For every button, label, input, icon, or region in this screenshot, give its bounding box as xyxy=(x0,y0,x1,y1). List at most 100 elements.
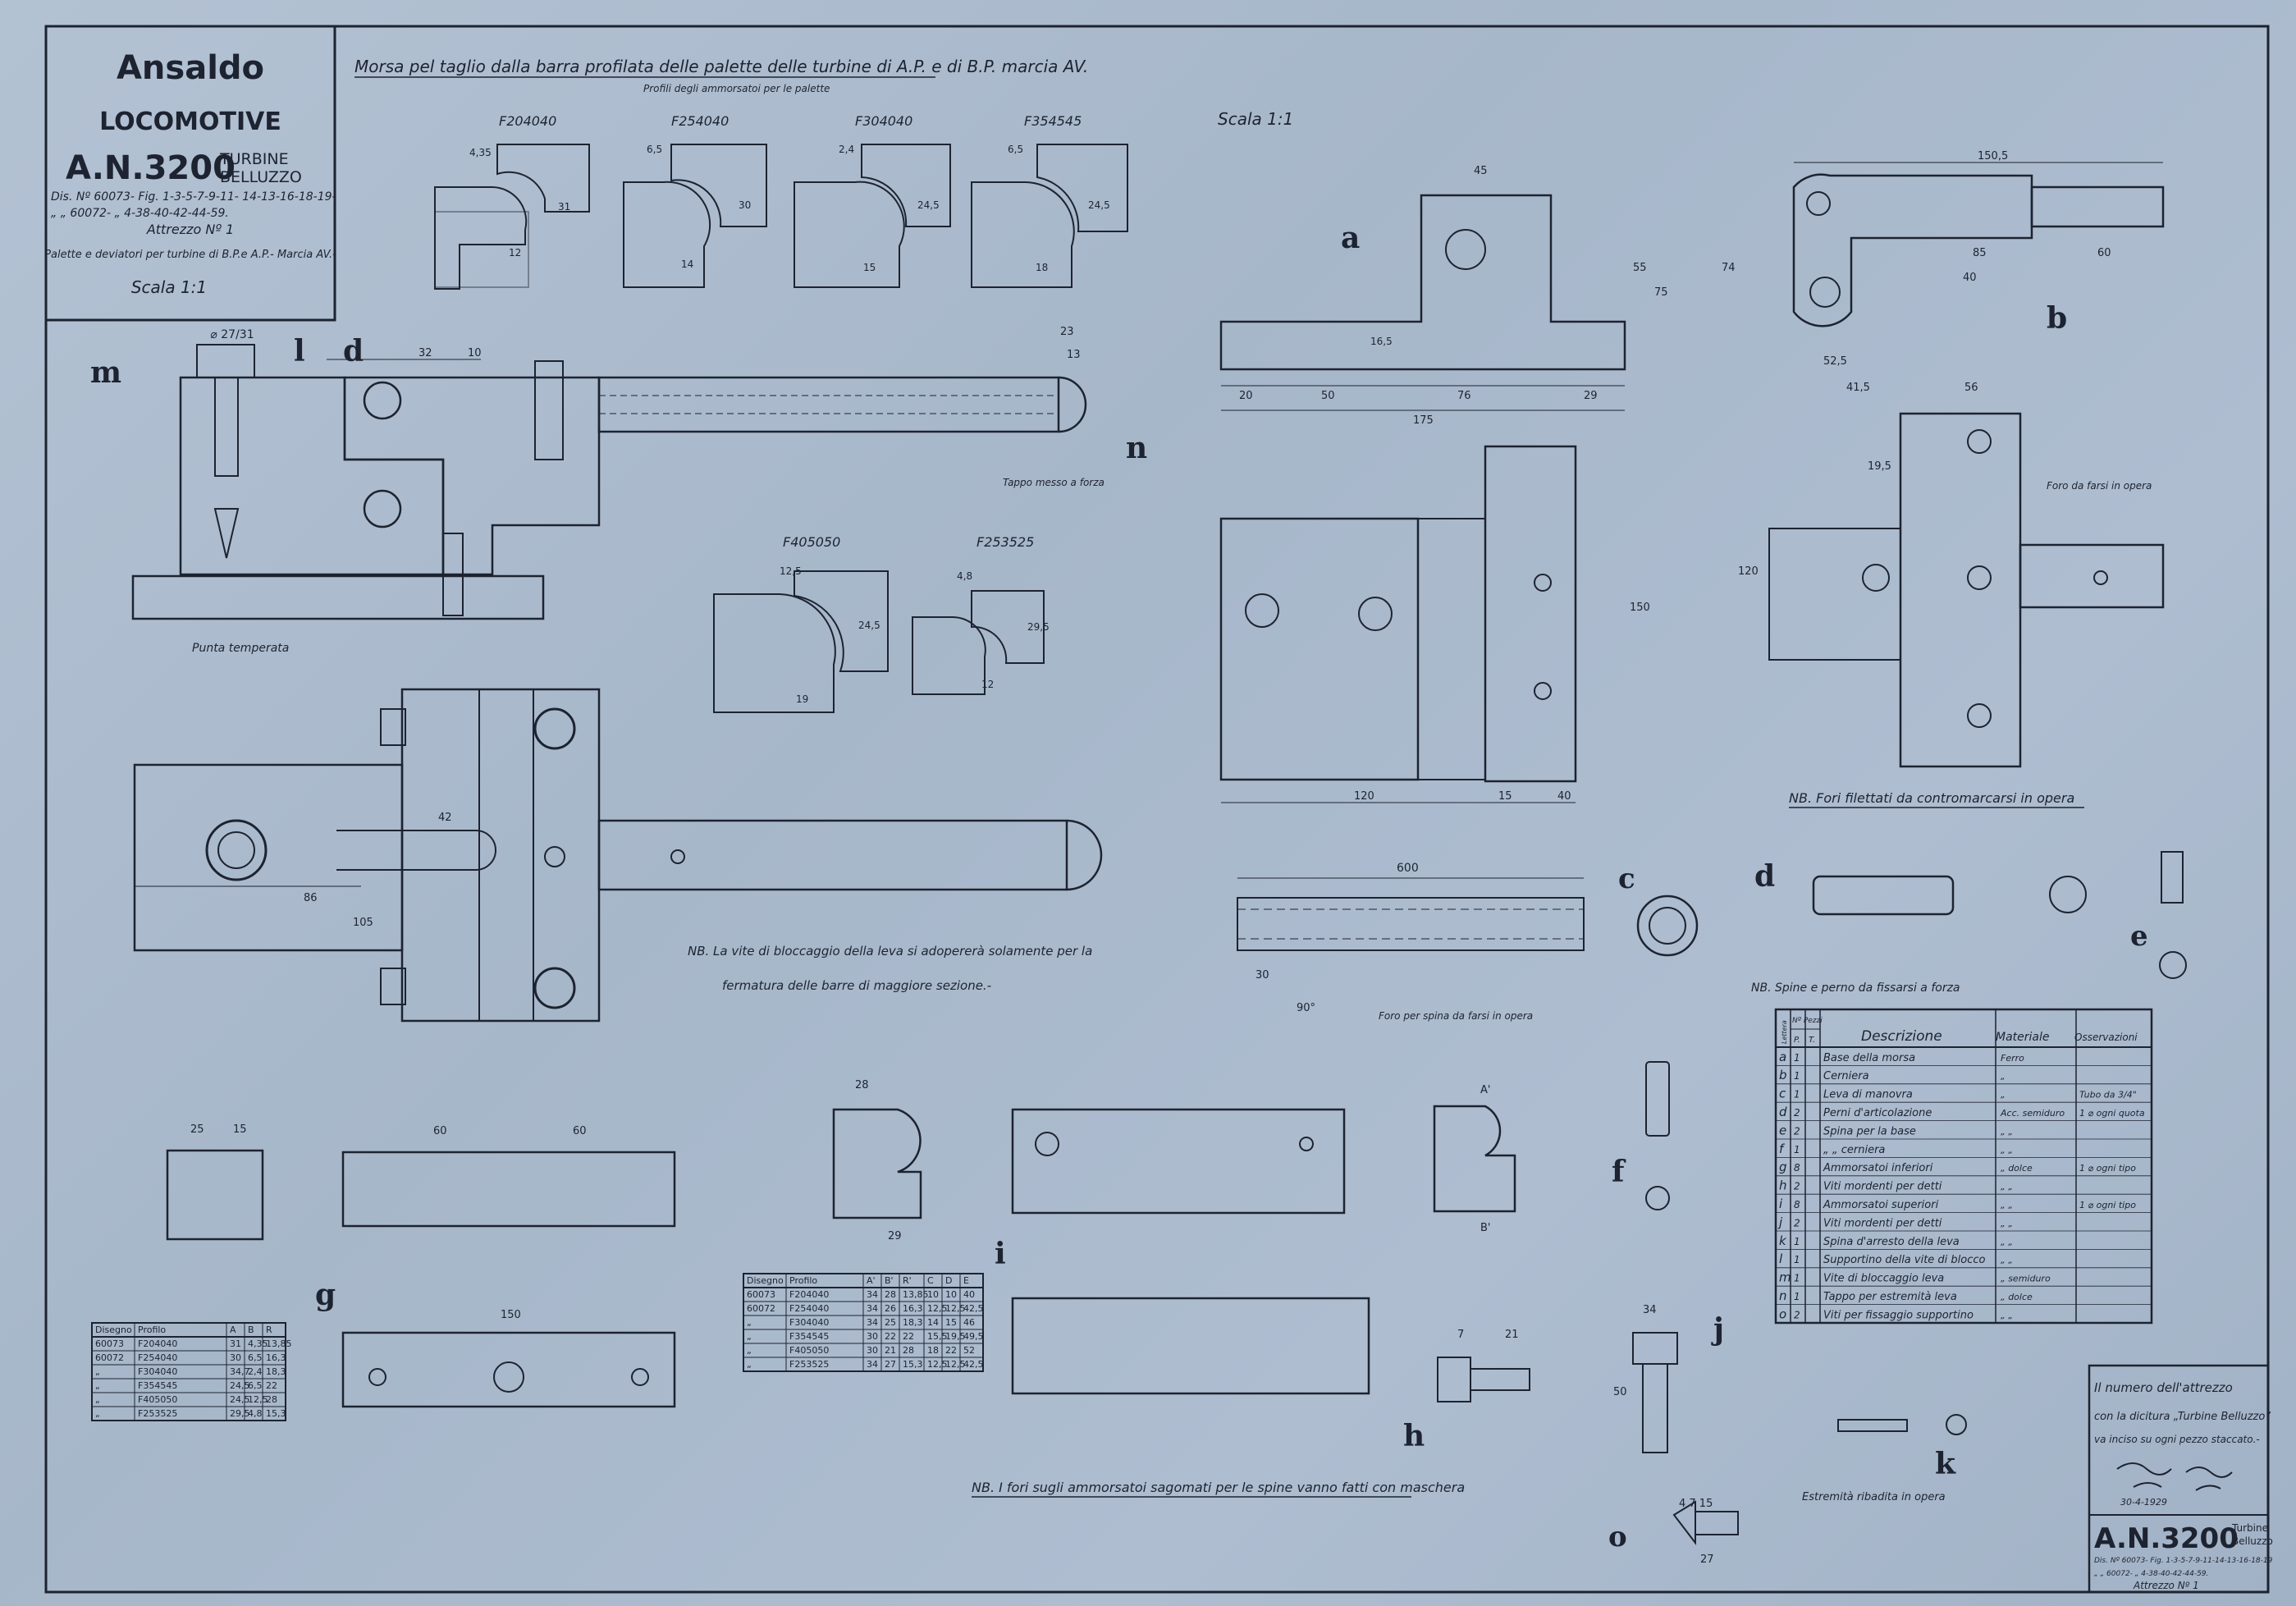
bom-material: Ferro xyxy=(2001,1053,2024,1064)
svg-text:19: 19 xyxy=(796,693,808,705)
bom-material: „ xyxy=(2001,1090,2006,1100)
svg-text:150: 150 xyxy=(1630,602,1650,614)
svg-text:12: 12 xyxy=(981,679,994,690)
bom-material: „ „ xyxy=(2001,1182,2013,1192)
table-i-cell: „ xyxy=(747,1359,752,1370)
bom-qty-p: 1 xyxy=(1794,1070,1800,1082)
letter-k: k xyxy=(1935,1447,1956,1481)
bom-material: „ „ xyxy=(2001,1126,2013,1137)
table-i-header: E xyxy=(963,1275,969,1286)
table-g-header: Profilo xyxy=(138,1325,166,1335)
part-g-lower-jaw: 25 15 g 60 60 150 xyxy=(166,1123,676,1408)
table-i-cell: 60072 xyxy=(747,1303,775,1314)
bom-description: Ammorsatoi inferiori xyxy=(1823,1162,1933,1174)
svg-text:32: 32 xyxy=(418,347,432,359)
bom-qty-p: 8 xyxy=(1794,1199,1800,1210)
bom-description: Viti mordenti per detti xyxy=(1823,1217,1942,1229)
table-g-cell: 6,5 xyxy=(248,1352,263,1363)
bom-letter: c xyxy=(1779,1087,1786,1101)
svg-text:105: 105 xyxy=(353,917,373,929)
table-i-cell: 28 xyxy=(903,1345,914,1356)
bom-material: „ „ xyxy=(2001,1218,2013,1229)
svg-text:20: 20 xyxy=(1239,390,1253,402)
svg-text:34: 34 xyxy=(1643,1304,1657,1316)
note-vite-1: NB. La vite di bloccaggio della leva si … xyxy=(688,944,1092,959)
bom-letter: j xyxy=(1777,1215,1783,1229)
bom-notes: 1 ⌀ ogni quota xyxy=(2079,1108,2145,1119)
bottom-dis-1: Dis. Nº 60073- Fig. 1-3-5-7-9-11-14-13-1… xyxy=(2094,1557,2273,1565)
signature-date: 30-4-1929 xyxy=(2120,1497,2167,1508)
table-g-cell: 4,8 xyxy=(248,1408,263,1419)
bom-material: „ dolce xyxy=(2001,1292,2033,1302)
svg-text:F405050: F405050 xyxy=(783,534,840,550)
svg-text:31: 31 xyxy=(558,201,570,213)
svg-text:150,5: 150,5 xyxy=(1978,150,2008,162)
profile-f405050: F405050 12,5 24,5 19 xyxy=(713,534,889,713)
table-i-cell: 34 xyxy=(867,1289,878,1300)
table-i-header: A' xyxy=(867,1275,876,1286)
table-i-cell: 22 xyxy=(945,1345,957,1356)
svg-text:29,5: 29,5 xyxy=(1027,621,1050,633)
table-g-cell: 16,3 xyxy=(266,1352,286,1363)
svg-text:150: 150 xyxy=(501,1309,521,1321)
letter-n: n xyxy=(1126,431,1147,465)
table-i-cell: 14 xyxy=(927,1317,939,1328)
main-title: Morsa pel taglio dalla barra profilata d… xyxy=(354,57,1088,76)
table-i-cell: 16,3 xyxy=(903,1303,923,1314)
table-i-cell: 21 xyxy=(885,1345,896,1356)
svg-text:40: 40 xyxy=(1963,272,1977,284)
svg-text:24,5: 24,5 xyxy=(858,620,880,631)
bom-material: „ „ xyxy=(2001,1145,2013,1155)
table-i-header: D xyxy=(945,1275,952,1286)
svg-text:23: 23 xyxy=(1060,326,1074,338)
bom-qty-p: 1 xyxy=(1794,1254,1800,1265)
table-i-cell: F204040 xyxy=(789,1289,829,1300)
svg-text:600: 600 xyxy=(1397,862,1419,875)
table-g-cell: 28 xyxy=(266,1394,277,1405)
table-g-header: B xyxy=(248,1325,254,1335)
bom-description: Cerniera xyxy=(1823,1070,1869,1082)
table-g-cell: 12,5 xyxy=(248,1394,268,1405)
stamp-line-1: Il numero dell'attrezzo xyxy=(2094,1380,2233,1395)
bottom-drawing-number: A.N.3200 xyxy=(2094,1522,2239,1555)
svg-text:30: 30 xyxy=(739,199,751,211)
table-g-cell: 22 xyxy=(266,1380,277,1391)
bom-qty-p: 2 xyxy=(1794,1107,1800,1119)
bom-header-descrizione: Descrizione xyxy=(1861,1028,1942,1045)
bom-letter: f xyxy=(1779,1142,1786,1156)
svg-text:41,5: 41,5 xyxy=(1846,382,1870,394)
turbine-label: TURBINE xyxy=(219,150,289,168)
part-d-pin: d e NB. Spine e perno da fissarsi a forz… xyxy=(1751,851,2187,995)
vise-plan-view: 86 105 42 NB. La vite di bloccaggio dell… xyxy=(133,688,1103,1023)
table-i-cell: 12,5 xyxy=(927,1359,948,1370)
bom-notes: 1 ⌀ ogni tipo xyxy=(2079,1163,2136,1174)
table-i-cell: 34 xyxy=(867,1359,878,1370)
bom-header-osservazioni: Osservazioni xyxy=(2074,1032,2138,1043)
part-c-lever: 600 90° 30 Foro per spina da farsi in op… xyxy=(1237,862,1699,1022)
svg-text:4,8: 4,8 xyxy=(957,570,972,582)
bom-notes: Tubo da 3/4" xyxy=(2079,1090,2137,1100)
table-i-cell: 15 xyxy=(945,1317,957,1328)
bom-description: Vite di bloccaggio leva xyxy=(1823,1273,1944,1285)
svg-text:6,5: 6,5 xyxy=(1008,144,1023,155)
table-i-cell: 10 xyxy=(927,1289,939,1300)
part-b-hinge: b 150,5 85 40 60 52,5 41,5 56 74 19,5 12… xyxy=(1722,150,2165,808)
letter-g: g xyxy=(315,1278,336,1312)
table-g-cell: 2,4 xyxy=(248,1366,263,1377)
profile-f253525: F253525 4,8 29,5 12 xyxy=(912,534,1050,695)
bom-qty-p: 1 xyxy=(1794,1291,1800,1302)
note-foro-opera: Foro da farsi in opera xyxy=(2047,480,2152,492)
table-g-cell: 34,7 xyxy=(230,1366,250,1377)
bom-letter: d xyxy=(1779,1105,1787,1119)
svg-text:50: 50 xyxy=(1613,1386,1627,1398)
table-g-cell: 4,35 xyxy=(248,1338,268,1349)
dis-line-2: „ „ 60072- „ 4-38-40-42-44-59. xyxy=(51,207,229,220)
svg-text:90°: 90° xyxy=(1297,1002,1315,1014)
svg-text:4 7 15: 4 7 15 xyxy=(1679,1498,1713,1510)
table-g-cell: 31 xyxy=(230,1338,241,1349)
signature xyxy=(2116,1462,2233,1491)
table-g-header: Disegno xyxy=(95,1325,132,1335)
table-g-cell: 15,3 xyxy=(266,1408,286,1419)
svg-text:15: 15 xyxy=(863,262,876,273)
svg-text:74: 74 xyxy=(1722,262,1736,274)
